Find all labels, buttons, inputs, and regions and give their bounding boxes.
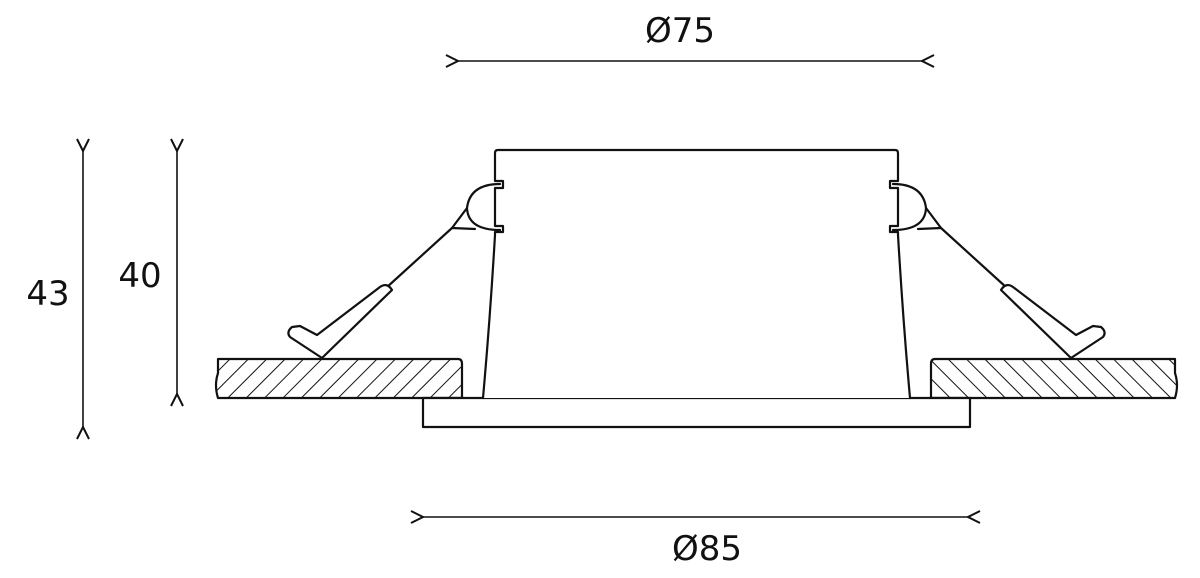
spring-clip-right xyxy=(891,182,1106,360)
dimension-inner-diameter: Ø75 xyxy=(458,11,922,61)
housing-body xyxy=(481,148,912,400)
outer-diameter-label: Ø85 xyxy=(672,529,742,569)
dimension-body-height: 40 xyxy=(118,151,177,394)
spring-clip-left xyxy=(287,182,502,360)
ceiling-slab-left xyxy=(214,357,464,400)
total-height-label: 43 xyxy=(26,274,69,314)
inner-diameter-label: Ø75 xyxy=(645,11,715,51)
ceiling-slab-right xyxy=(929,357,1179,400)
body-height-label: 40 xyxy=(118,256,161,296)
trim-flange xyxy=(421,396,972,429)
dimension-total-height: 43 xyxy=(26,151,83,427)
dimension-outer-diameter: Ø85 xyxy=(423,517,968,569)
